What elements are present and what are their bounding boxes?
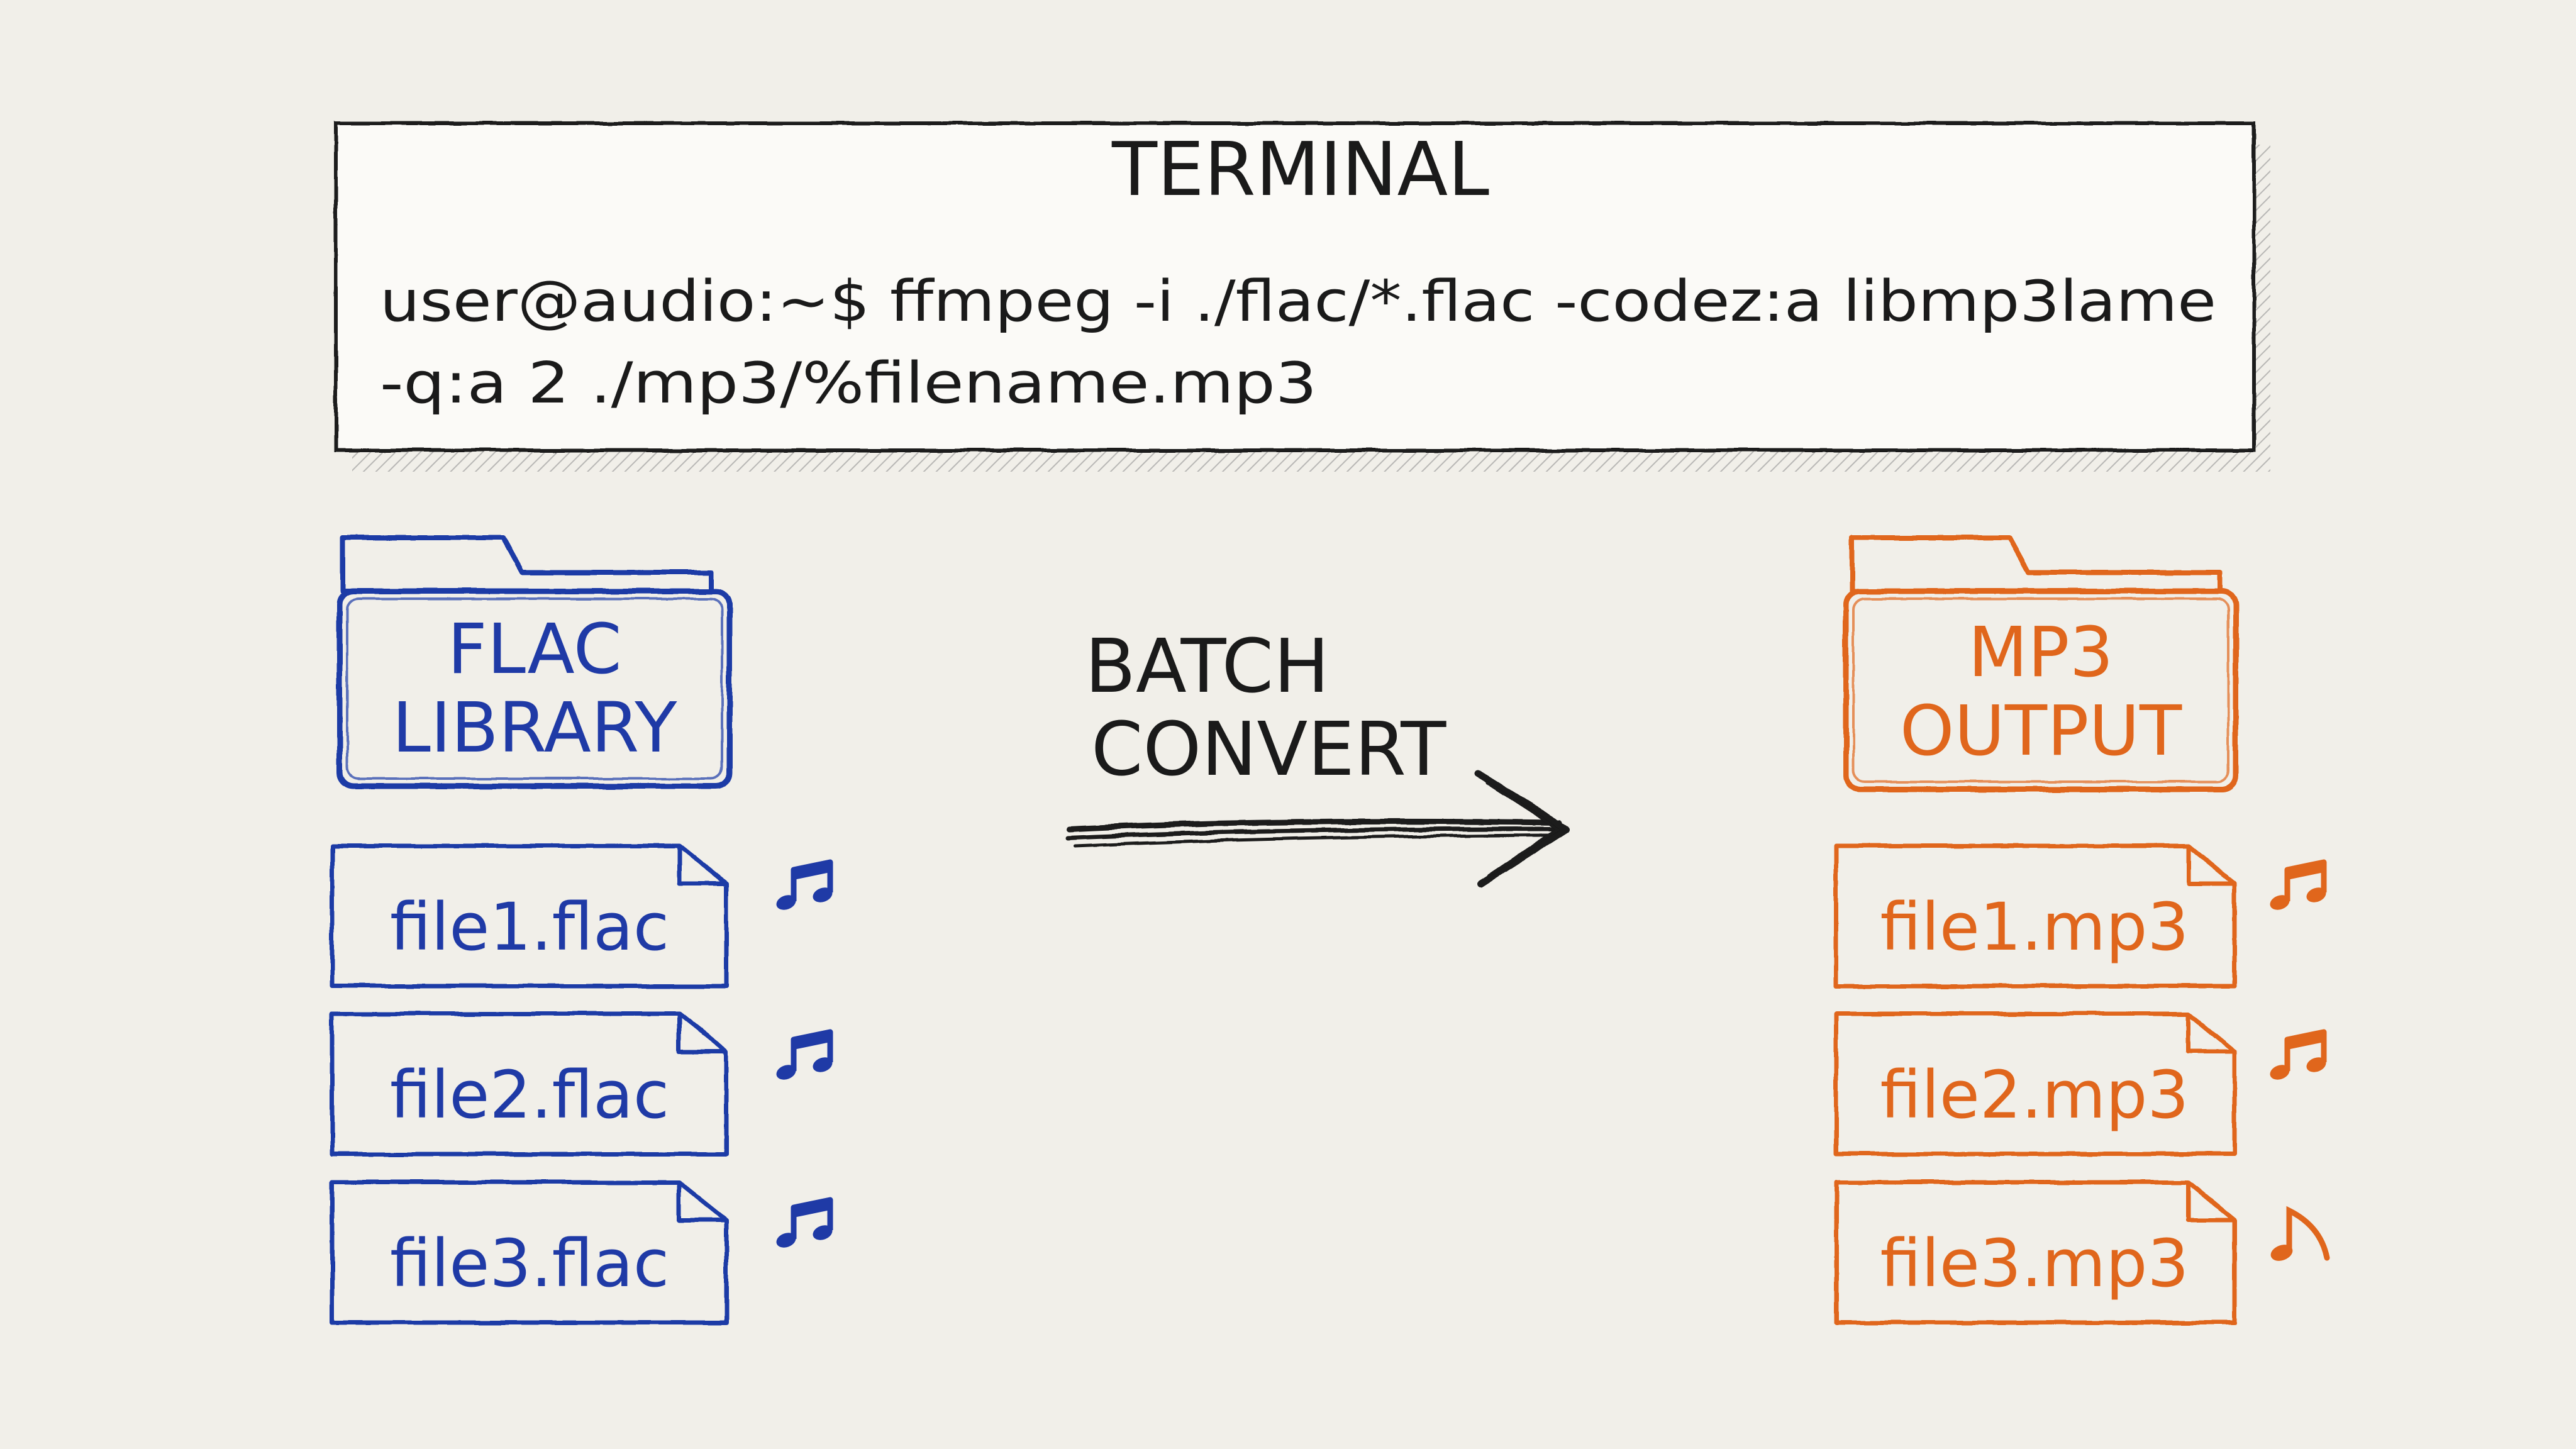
flac-file-name: file1.flac xyxy=(390,889,669,965)
arrow-right-icon xyxy=(1065,770,1570,887)
terminal-command-line-2[interactable]: -q:a 2 ./mp3/%filename.mp3 xyxy=(380,350,1317,416)
mp3-file-name: file3.mp3 xyxy=(1880,1225,2189,1302)
music-note-icon xyxy=(774,1032,835,1082)
music-note-icon xyxy=(774,1200,835,1250)
document-icon xyxy=(1834,1011,2237,1157)
mp3-file-1[interactable]: file1.mp3 xyxy=(1834,843,2237,989)
document-icon xyxy=(330,1011,729,1157)
document-icon xyxy=(1834,1180,2237,1325)
flac-file-name: file2.flac xyxy=(390,1057,669,1133)
flac-library-folder[interactable] xyxy=(336,535,733,789)
mp3-file-name: file2.mp3 xyxy=(1880,1057,2189,1133)
mp3-output-folder[interactable] xyxy=(1843,535,2239,792)
folder-icon xyxy=(340,535,713,594)
document-icon xyxy=(330,1180,729,1325)
mp3-folder-label-line-1: MP3 xyxy=(1968,612,2113,692)
batch-convert-label-line-1: BATCH xyxy=(1085,623,1330,709)
flac-file-3[interactable]: file3.flac xyxy=(330,1180,729,1325)
flac-folder-label-line-2: LIBRARY xyxy=(392,687,678,768)
mp3-file-name: file1.mp3 xyxy=(1880,889,2189,965)
terminal-frame xyxy=(334,121,2256,452)
flac-file-name: file3.flac xyxy=(390,1225,669,1302)
mp3-file-2[interactable]: file2.mp3 xyxy=(1834,1011,2237,1157)
document-icon xyxy=(1834,843,2237,989)
music-note-icon xyxy=(2268,1032,2328,1082)
flac-file-2[interactable]: file2.flac xyxy=(330,1011,729,1157)
flac-file-1[interactable]: file1.flac xyxy=(330,843,729,989)
document-icon xyxy=(330,843,729,989)
terminal-window: TERMINAL user@audio:~$ ffmpeg -i ./flac/… xyxy=(334,121,2270,472)
music-note-icon xyxy=(2268,862,2328,913)
folder-icon xyxy=(1850,535,2223,594)
music-note-icon xyxy=(2270,1206,2330,1261)
mp3-folder-label-line-2: OUTPUT xyxy=(1900,691,2182,771)
mp3-file-3[interactable]: file3.mp3 xyxy=(1834,1180,2237,1325)
terminal-command-line-1[interactable]: user@audio:~$ ffmpeg -i ./flac/*.flac -c… xyxy=(380,269,2216,335)
batch-convert-label-line-2: CONVERT xyxy=(1091,706,1446,792)
terminal-title: TERMINAL xyxy=(1111,126,1489,213)
music-note-icon xyxy=(774,862,835,913)
flac-folder-label-line-1: FLAC xyxy=(447,609,621,689)
